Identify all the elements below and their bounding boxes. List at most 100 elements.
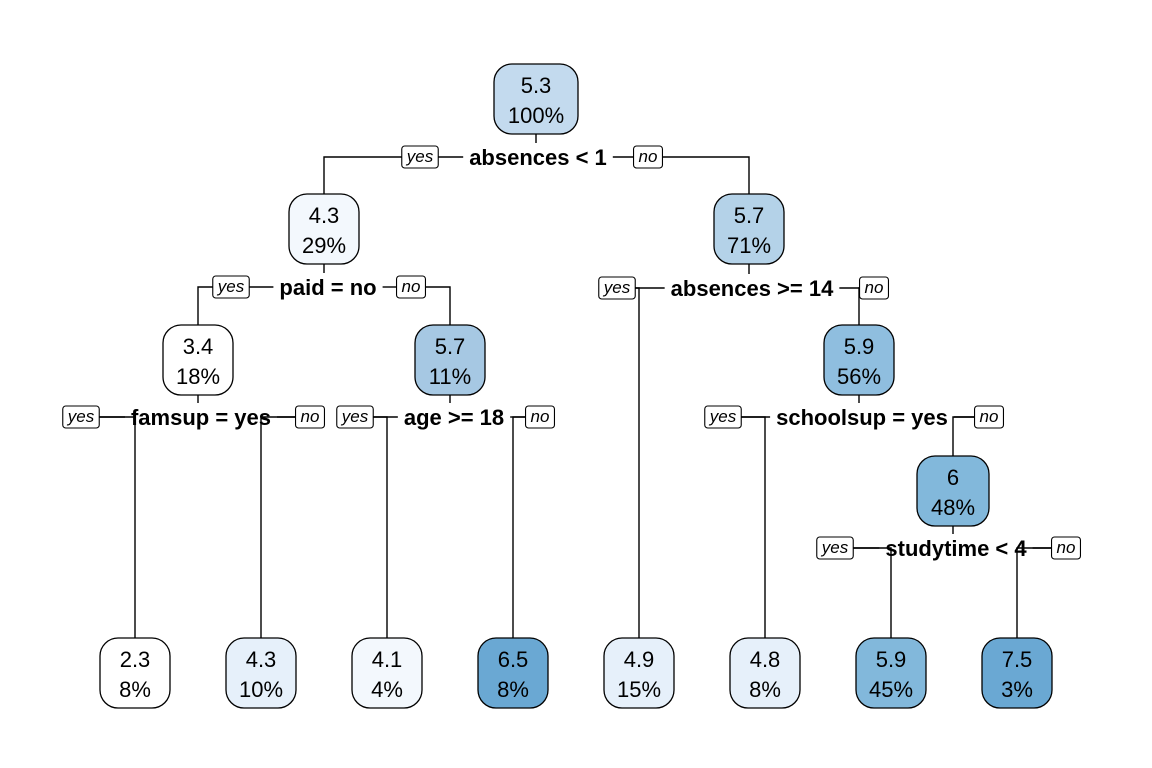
no-tag-s3: no <box>865 278 884 297</box>
node-value-n14: 4.8 <box>750 647 781 672</box>
node-percent-n8: 8% <box>119 677 151 702</box>
no-tag-box-s2 <box>395 275 427 299</box>
yes-tag-s3: yes <box>603 278 631 297</box>
node-percent-n14: 8% <box>749 677 781 702</box>
node-percent-n11: 8% <box>497 677 529 702</box>
edge-no-s2 <box>425 286 451 325</box>
node-value-n1: 5.3 <box>521 73 552 98</box>
node-value-n3: 5.7 <box>734 203 765 228</box>
yes-tag-box-s3 <box>598 276 636 300</box>
yes-tag-box-s5 <box>336 405 374 429</box>
yes-tag-box-s4 <box>62 405 100 429</box>
node-value-n9: 4.3 <box>246 647 277 672</box>
edge-no-s7 <box>1016 547 1081 638</box>
no-tag-box-s1 <box>632 145 664 169</box>
node-box-n1 <box>493 63 579 135</box>
node-box-n15 <box>916 455 990 527</box>
tree-node-n9: 4.310% <box>225 637 297 709</box>
yes-tag-s5: yes <box>341 407 369 426</box>
node-value-n15: 6 <box>947 465 959 490</box>
node-box-n14 <box>729 637 801 709</box>
split-label-s3: absences >= 14 <box>671 276 834 301</box>
node-percent-n9: 10% <box>239 677 283 702</box>
node-box-n6 <box>603 637 675 709</box>
node-percent-n5: 11% <box>429 364 471 389</box>
edge-yes-s6 <box>704 416 766 638</box>
node-value-n8: 2.3 <box>120 647 151 672</box>
edge-yes-s4 <box>62 416 136 638</box>
tree-node-n5: 5.711% <box>414 324 486 396</box>
split-label-s6: schoolsup = yes <box>776 405 948 430</box>
node-box-n7 <box>823 324 895 396</box>
yes-tag-box-s2 <box>212 275 250 299</box>
edge-yes-s1 <box>323 156 402 194</box>
node-value-n31: 7.5 <box>1002 647 1033 672</box>
tree-node-n2: 4.329% <box>288 193 360 265</box>
tree-node-n10: 4.14% <box>351 637 423 709</box>
yes-tag-s1: yes <box>406 147 434 166</box>
edge-yes-s7 <box>816 547 892 638</box>
no-tag-box-s5 <box>524 405 556 429</box>
tree-node-n8: 2.38% <box>99 637 171 709</box>
node-percent-n15: 48% <box>931 495 975 520</box>
no-tag-box-s3 <box>858 276 890 300</box>
node-box-n3 <box>713 193 785 265</box>
node-box-n10 <box>351 637 423 709</box>
yes-tag-s6: yes <box>709 407 737 426</box>
node-percent-n4: 18% <box>176 364 220 389</box>
tree-node-n3: 5.771% <box>713 193 785 265</box>
edge-yes-s5 <box>336 416 388 638</box>
edge-no-s4 <box>260 416 325 638</box>
edge-no-s1 <box>662 156 750 194</box>
node-percent-n2: 29% <box>302 233 346 258</box>
node-box-n11 <box>477 637 549 709</box>
node-box-n5 <box>414 324 486 396</box>
node-box-n8 <box>99 637 171 709</box>
no-tag-s4: no <box>301 407 320 426</box>
yes-tag-box-s1 <box>401 145 439 169</box>
tree-node-n15: 648% <box>916 455 990 527</box>
tree-node-n7: 5.956% <box>823 324 895 396</box>
no-tag-s2: no <box>402 277 421 296</box>
split-label-s1: absences < 1 <box>469 145 607 170</box>
yes-tag-s2: yes <box>217 277 245 296</box>
node-percent-n7: 56% <box>837 364 881 389</box>
tree-node-n11: 6.58% <box>477 637 549 709</box>
tree-node-n6: 4.915% <box>603 637 675 709</box>
no-tag-box-s6 <box>973 405 1005 429</box>
node-value-n30: 5.9 <box>876 647 907 672</box>
no-tag-s6: no <box>980 407 999 426</box>
node-value-n4: 3.4 <box>183 334 214 359</box>
node-box-n4 <box>162 324 234 396</box>
yes-tag-s4: yes <box>67 407 95 426</box>
node-layer: 5.3100%4.329%5.771%3.418%5.711%5.956%648… <box>99 63 1053 709</box>
node-value-n11: 6.5 <box>498 647 529 672</box>
node-box-n31 <box>981 637 1053 709</box>
no-tag-box-s4 <box>294 405 326 429</box>
no-tag-s7: no <box>1057 538 1076 557</box>
tree-node-n31: 7.53% <box>981 637 1053 709</box>
node-percent-n3: 71% <box>727 233 771 258</box>
no-tag-box-s7 <box>1050 536 1082 560</box>
node-value-n10: 4.1 <box>372 647 403 672</box>
node-box-n2 <box>288 193 360 265</box>
edge-yes-s3 <box>598 287 640 638</box>
tree-node-n30: 5.945% <box>855 637 927 709</box>
edge-no-s5 <box>512 416 555 638</box>
node-percent-n10: 4% <box>371 677 403 702</box>
yes-tag-s7: yes <box>821 538 849 557</box>
tree-node-n1: 5.3 100% <box>493 63 579 135</box>
node-percent-n31: 3% <box>1001 677 1033 702</box>
split-label-s7: studytime < 4 <box>885 536 1027 561</box>
no-tag-s5: no <box>531 407 550 426</box>
yes-tag-box-s6 <box>704 405 742 429</box>
yes-tag-box-s7 <box>816 536 854 560</box>
node-box-n30 <box>855 637 927 709</box>
node-percent-n30: 45% <box>869 677 913 702</box>
node-percent-n1: 100% <box>508 103 564 128</box>
split-label-s5: age >= 18 <box>404 405 504 430</box>
split-label-s2: paid = no <box>279 275 376 300</box>
